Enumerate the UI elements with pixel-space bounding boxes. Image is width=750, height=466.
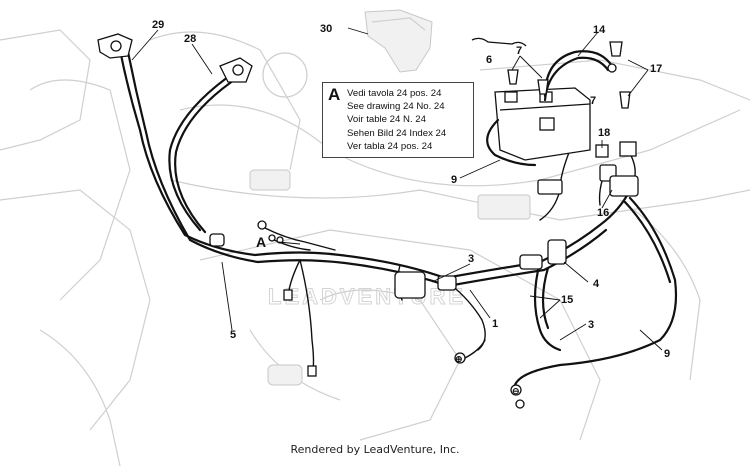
- callout-4: 4: [593, 278, 600, 290]
- legend-line-french: Voir table 24 N. 24: [347, 114, 426, 126]
- negative-terminal-symbol: ⊖: [512, 386, 520, 396]
- callout-5: 5: [230, 329, 236, 341]
- leader-lines: [131, 27, 663, 351]
- positive-terminal-symbol: ⊕: [455, 354, 463, 364]
- callout-9-left: 9: [451, 174, 457, 186]
- callout-9-right: 9: [664, 348, 670, 360]
- background-frame: [0, 9, 750, 466]
- callout-30: 30: [320, 23, 332, 35]
- watermark-text: LEADVENTURE: [268, 284, 466, 309]
- connector-a-label: A: [256, 234, 266, 250]
- battery-assembly: [454, 37, 678, 409]
- cross-reference-legend: A Vedi tavola 24 pos. 24 See drawing 24 …: [322, 82, 474, 158]
- callout-numbers: 29 28 30 14 7 6 7 17 18 9 16 3 4 15 1 3 …: [152, 19, 670, 396]
- legend-line-german: Sehen Bild 24 Index 24: [347, 127, 447, 139]
- callout-29: 29: [152, 19, 164, 31]
- legend-letter: A: [328, 85, 341, 104]
- callout-14: 14: [593, 24, 606, 36]
- callout-16: 16: [597, 207, 609, 219]
- handlebar-switches: [97, 33, 253, 83]
- callout-1: 1: [492, 318, 498, 330]
- harness-parts: [209, 164, 639, 377]
- render-credit: Rendered by LeadVenture, Inc.: [290, 443, 460, 456]
- legend-line-spanish: Ver tabla 24 pos. 24: [347, 140, 433, 152]
- callout-18: 18: [598, 127, 610, 139]
- legend-lines: Vedi tavola 24 pos. 24 See drawing 24 No…: [347, 87, 446, 153]
- callout-6: 6: [486, 54, 492, 66]
- callout-7-right: 7: [590, 95, 596, 107]
- callout-3-right: 3: [588, 319, 594, 331]
- legend-line-italian: Vedi tavola 24 pos. 24: [347, 88, 442, 99]
- callout-28: 28: [184, 33, 196, 45]
- callout-3-mid: 3: [468, 253, 474, 265]
- callout-17: 17: [650, 63, 662, 75]
- legend-line-english: See drawing 24 No. 24: [347, 101, 445, 113]
- callout-7-top: 7: [516, 45, 522, 57]
- callout-15: 15: [561, 294, 573, 306]
